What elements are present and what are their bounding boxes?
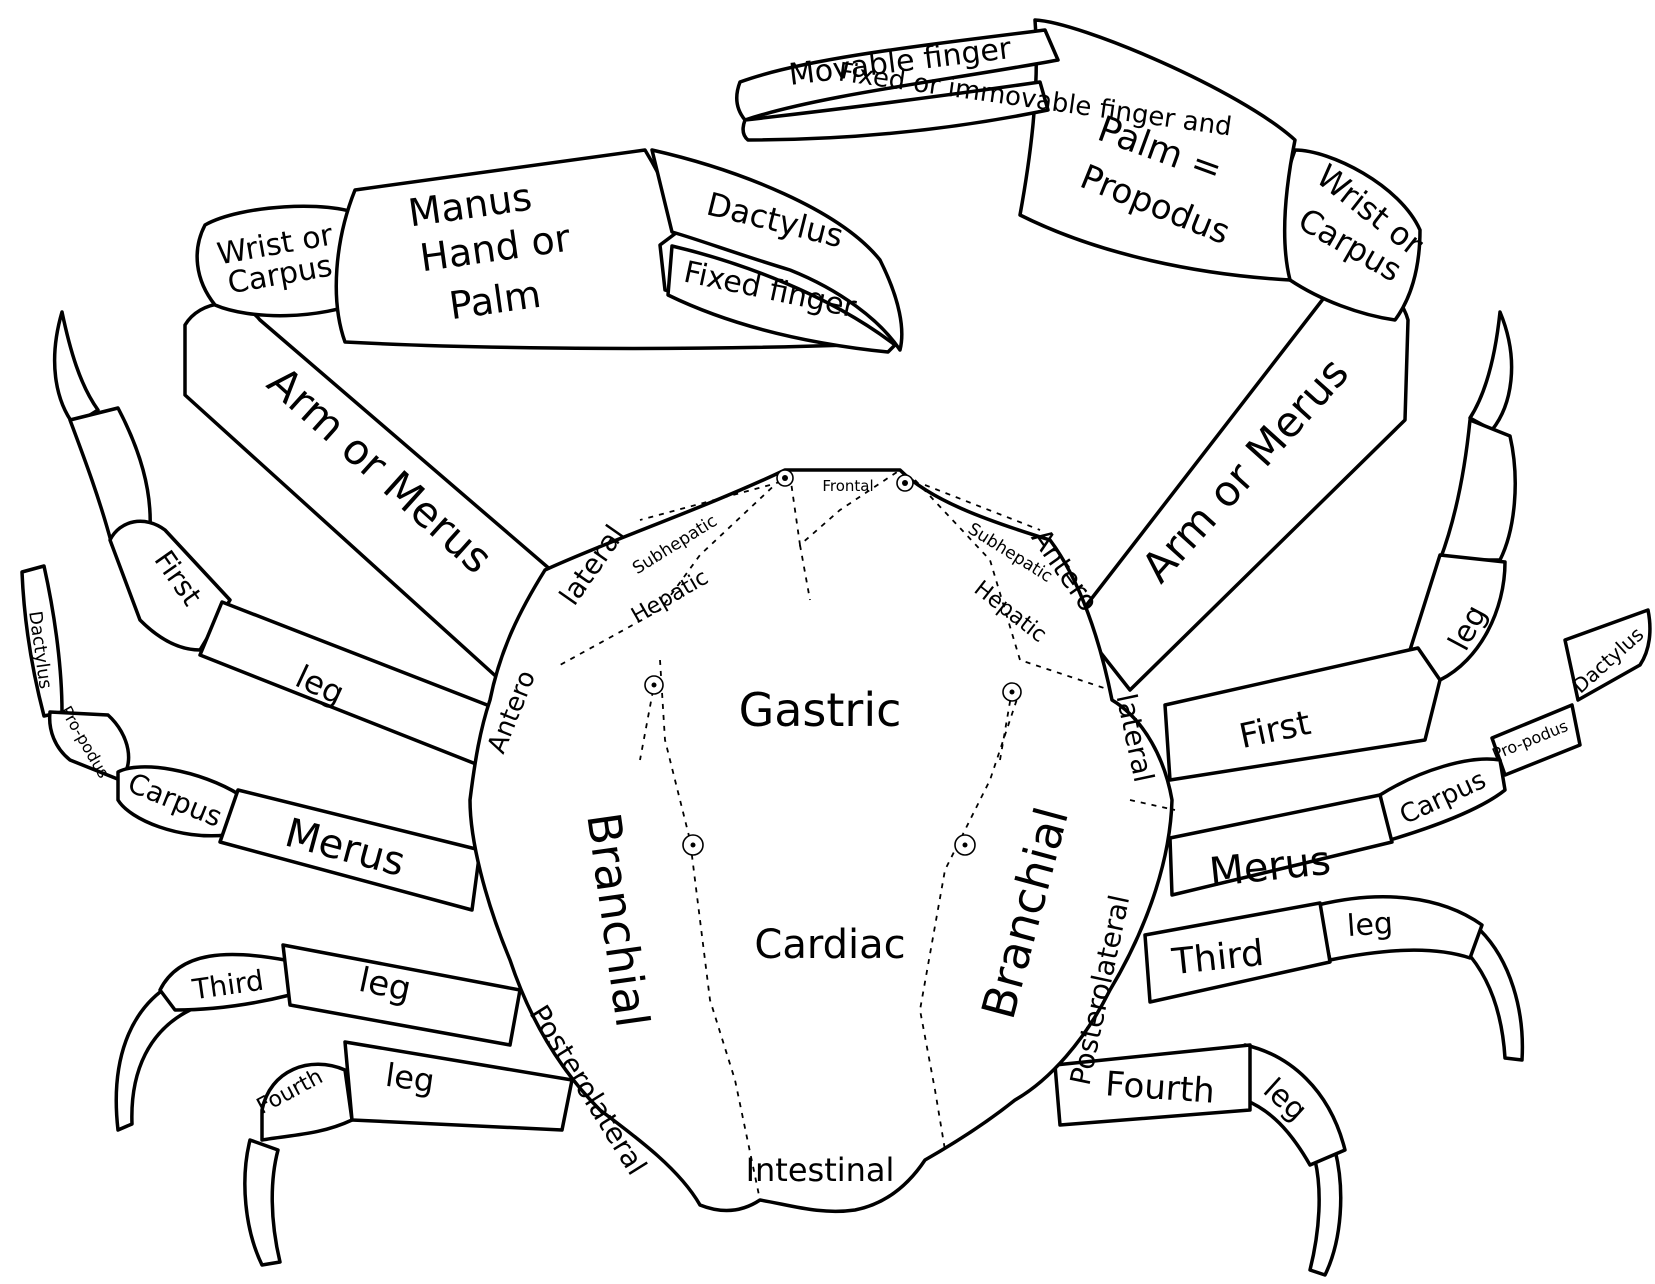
- label-left-fourth-leg: leg: [383, 1056, 437, 1100]
- label-cardiac: Cardiac: [754, 922, 905, 968]
- left-fourth-leg-dactylus: [245, 1140, 280, 1265]
- right-fourth-leg-dactylus: [1310, 1150, 1341, 1275]
- label-right-fourth: Fourth: [1104, 1064, 1216, 1112]
- label-frontal: Frontal: [822, 477, 873, 495]
- right-first-leg-dactylus: [1470, 312, 1512, 430]
- label-right-third-leg: leg: [1346, 906, 1394, 944]
- label-gastric: Gastric: [739, 683, 902, 737]
- right-third-leg-propodus: [1318, 897, 1482, 960]
- left-fourth-leg-merus: [345, 1042, 572, 1130]
- right-first-leg-propodus: [1440, 420, 1515, 560]
- left-first-leg-dactylus: [55, 312, 98, 425]
- label-intestinal: Intestinal: [746, 1151, 895, 1189]
